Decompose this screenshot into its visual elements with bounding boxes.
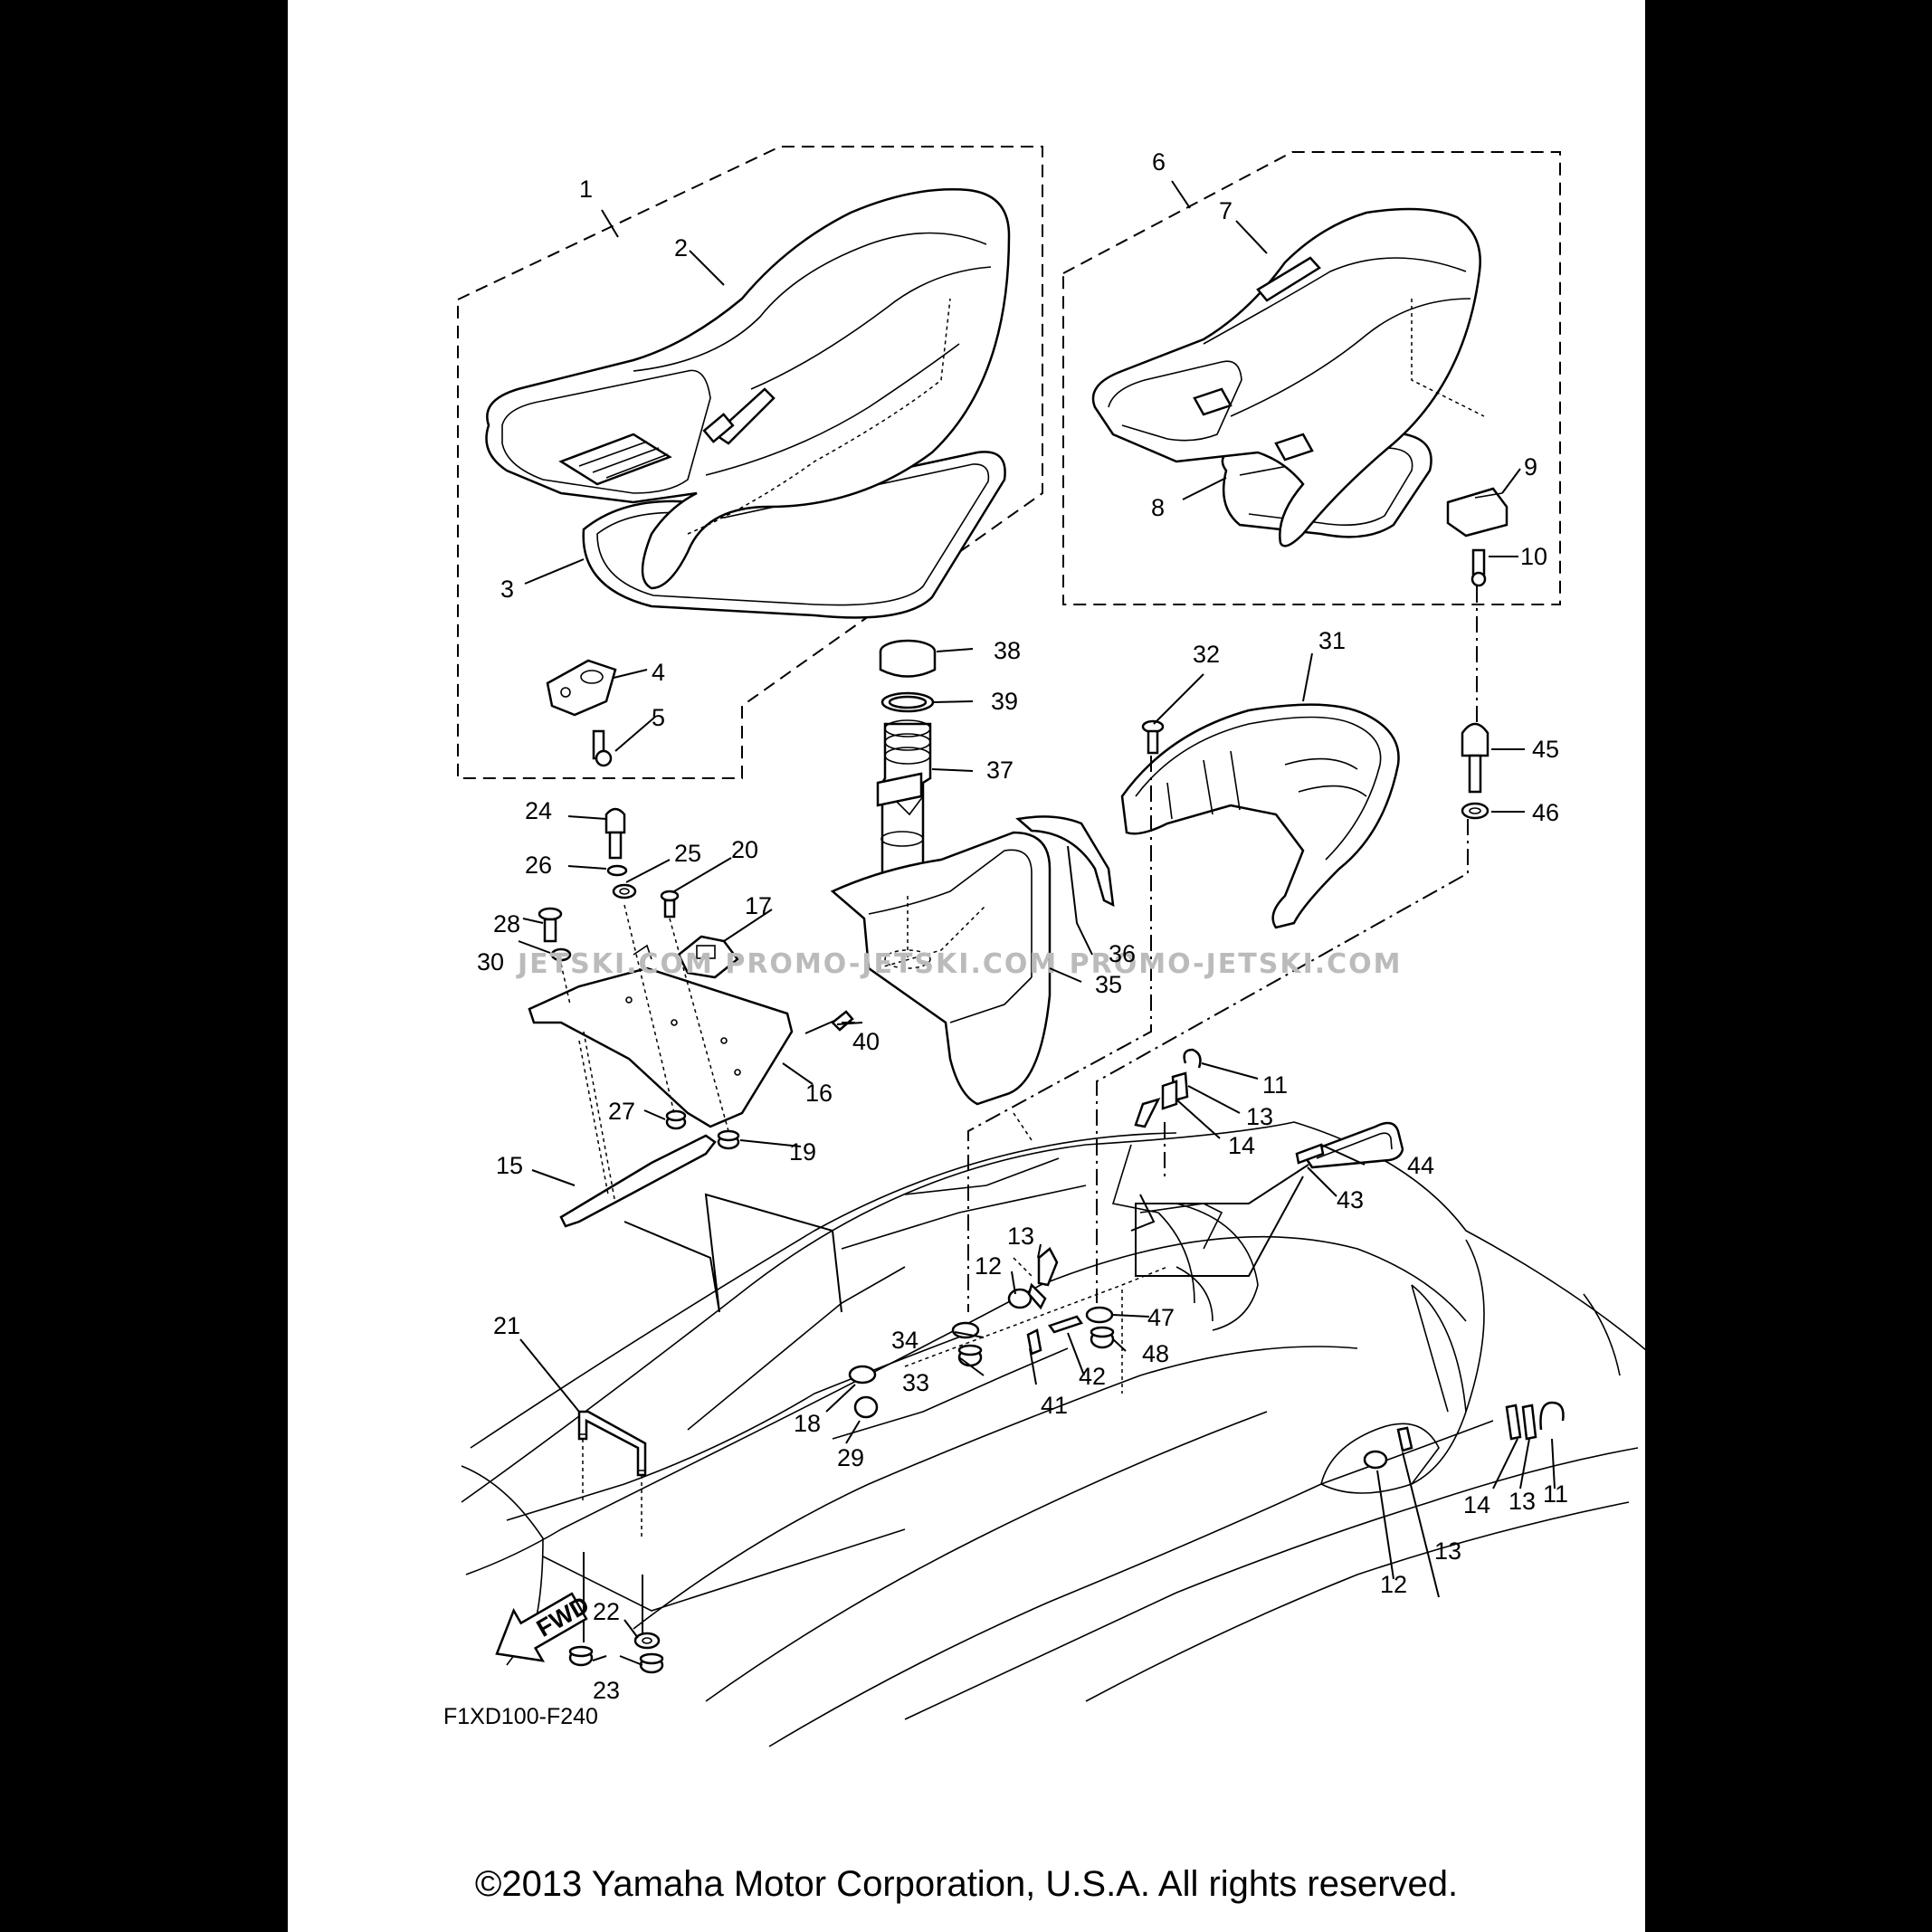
callout-9: 9 <box>1524 453 1537 481</box>
callout-36: 36 <box>1109 940 1136 967</box>
callout-14-upper: 14 <box>1228 1132 1255 1159</box>
callout-4: 4 <box>652 659 665 686</box>
callout-5: 5 <box>652 704 665 731</box>
callout-27: 27 <box>608 1098 635 1125</box>
group-box-front-seat <box>457 146 1043 779</box>
callout-13-d: 13 <box>1508 1488 1536 1515</box>
copyright-text: ©2013 Yamaha Motor Corporation, U.S.A. A… <box>474 1864 1459 1904</box>
callout-1: 1 <box>579 176 593 203</box>
callout-18: 18 <box>794 1410 821 1437</box>
callout-13-b: 13 <box>1007 1223 1034 1250</box>
stud-45 <box>1461 722 1489 820</box>
hull-fasteners <box>848 1112 1565 1470</box>
nuts-27-19 <box>665 1109 740 1150</box>
callout-39: 39 <box>991 688 1018 715</box>
callout-13-c: 13 <box>1434 1537 1461 1565</box>
callout-14-lower: 14 <box>1463 1491 1490 1518</box>
rear-cover-31 <box>1120 703 1400 929</box>
grab-handle-21 <box>577 1410 647 1642</box>
watermark: JETSKI.COM PROMO-JETSKI.COM PROMO-JETSKI… <box>516 948 1403 980</box>
rear-seat <box>1091 207 1485 547</box>
rail-15 <box>559 1134 717 1228</box>
bracket-9 <box>1446 487 1508 587</box>
drain-40 <box>804 1010 854 1034</box>
callout-26: 26 <box>525 852 552 879</box>
callout-48: 48 <box>1142 1340 1169 1367</box>
callout-25: 25 <box>674 840 701 867</box>
breakout-line <box>623 1193 842 1313</box>
callout-40: 40 <box>852 1028 880 1055</box>
callout-10: 10 <box>1520 543 1547 570</box>
callout-8: 8 <box>1151 494 1165 521</box>
callout-42: 42 <box>1079 1363 1106 1390</box>
callout-43: 43 <box>1337 1186 1364 1213</box>
callout-21: 21 <box>493 1312 520 1339</box>
callout-28: 28 <box>493 910 520 937</box>
callout-30: 30 <box>477 948 504 976</box>
callout-labels: 1 2 3 4 5 6 7 8 9 10 11 11 12 12 13 13 1… <box>477 148 1568 1704</box>
leader-lines <box>518 180 1556 1666</box>
callout-16: 16 <box>805 1080 833 1107</box>
callout-31: 31 <box>1318 627 1346 654</box>
upper-loop-11-13-14 <box>1134 1048 1202 1176</box>
callout-24: 24 <box>525 797 552 824</box>
storage-bucket-35 <box>830 831 1052 1106</box>
callout-33: 33 <box>902 1369 929 1396</box>
chain-32-34 <box>967 756 1152 1312</box>
callout-15: 15 <box>496 1152 523 1179</box>
callout-44: 44 <box>1407 1152 1434 1179</box>
front-seat <box>485 188 1011 619</box>
callout-32: 32 <box>1193 641 1220 668</box>
callout-46: 46 <box>1532 799 1559 826</box>
callout-6: 6 <box>1152 148 1166 176</box>
callout-11-upper: 11 <box>1262 1071 1288 1099</box>
callout-17: 17 <box>745 892 772 919</box>
callout-29: 29 <box>837 1444 864 1471</box>
callout-11-lower: 11 <box>1543 1480 1568 1508</box>
callout-35: 35 <box>1095 971 1122 998</box>
callout-22: 22 <box>593 1598 620 1625</box>
filler-assembly <box>876 639 937 898</box>
callout-19: 19 <box>789 1138 816 1166</box>
callout-23: 23 <box>593 1677 620 1704</box>
callout-12-lower: 12 <box>1380 1571 1407 1598</box>
callout-3: 3 <box>500 576 514 603</box>
callout-45: 45 <box>1532 736 1559 763</box>
callout-38: 38 <box>994 637 1021 664</box>
callout-47: 47 <box>1147 1304 1175 1331</box>
plate-16 <box>528 944 794 1128</box>
callout-37: 37 <box>986 757 1014 784</box>
callout-12-upper: 12 <box>975 1252 1002 1280</box>
nuts-22-23 <box>568 1632 664 1674</box>
strip-36 <box>1015 815 1115 908</box>
callout-41: 41 <box>1041 1392 1068 1419</box>
chain-46-47 <box>1096 819 1469 1303</box>
hull <box>461 1121 1666 1747</box>
bolt-32 <box>1141 719 1165 755</box>
small-fasteners <box>538 807 739 979</box>
handle-44 <box>1135 1121 1404 1277</box>
callout-34: 34 <box>891 1327 918 1354</box>
bracket-4 <box>546 659 617 767</box>
callout-2: 2 <box>674 234 688 262</box>
callout-13-a: 13 <box>1246 1103 1273 1130</box>
diagram-code: F1XD100-F240 <box>443 1704 598 1729</box>
callout-20: 20 <box>731 836 758 863</box>
callout-7: 7 <box>1219 197 1232 224</box>
